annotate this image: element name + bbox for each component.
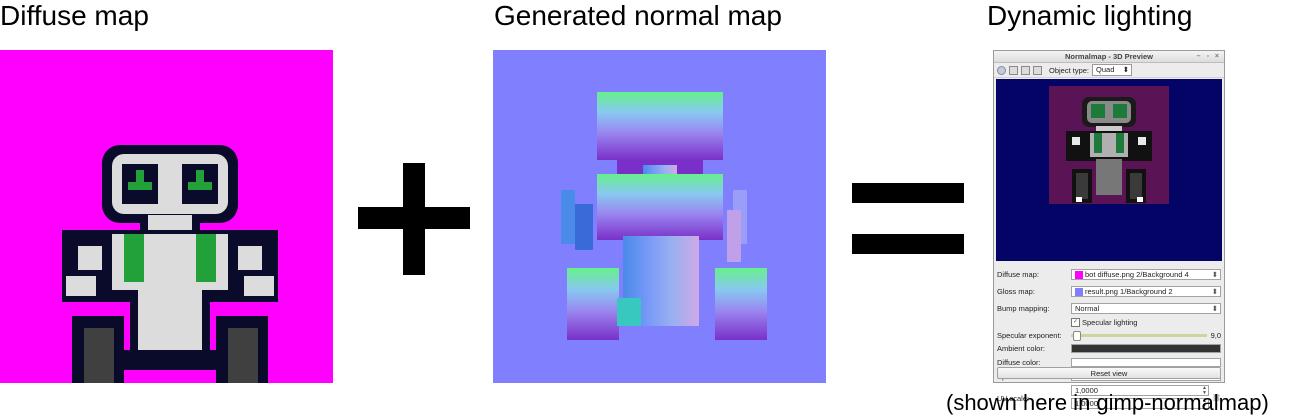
specular-lighting-label: Specular lighting: [1082, 317, 1138, 327]
bump-mapping-select[interactable]: Normal ⬍: [1071, 302, 1221, 314]
preview-toolbar: Object type: Quad ⬍: [994, 63, 1224, 78]
spinner-arrows-icon[interactable]: ▲▼: [1202, 385, 1207, 396]
grid-icon[interactable]: [1033, 65, 1042, 75]
specular-exponent-label: Specular exponent:: [997, 330, 1062, 340]
specular-exponent-slider[interactable]: [1071, 330, 1207, 341]
uv-scale-row: UV scale: 1,0000 ▲▼ 1,0000 ▲▼ ⛓: [997, 384, 1221, 412]
gloss-map-row: Gloss map: result.png 1/Background 2 ⬍: [997, 284, 1221, 298]
diffuse-color-button[interactable]: [1071, 357, 1221, 367]
normal-map-image: [493, 50, 826, 383]
ambient-color-row: Ambient color:: [997, 341, 1221, 355]
dynamic-lighting-caption: Dynamic lighting: [987, 0, 1193, 31]
specular-exponent-value: 9,0: [1210, 330, 1221, 340]
diffuse-map-row: Diffuse map: bot diffuse.png 2/Backgroun…: [997, 267, 1221, 281]
diffuse-thumbnail-icon: [1075, 270, 1083, 279]
diffuse-map-value: bot diffuse.png 2/Background 4: [1085, 269, 1189, 279]
uv-scale-spinners: 1,0000 ▲▼ 1,0000 ▲▼: [1071, 385, 1209, 411]
window-titlebar: Normalmap - 3D Preview – ▫ ×: [994, 51, 1224, 63]
gloss-map-select[interactable]: result.png 1/Background 2 ⬍: [1071, 285, 1221, 297]
lit-robot-render: [1049, 86, 1169, 204]
ambient-color-label: Ambient color:: [997, 343, 1045, 353]
specular-lighting-checkbox[interactable]: ✓: [1071, 317, 1080, 327]
dropdown-arrow-icon: ⬍: [1211, 269, 1218, 279]
bump-mapping-value: Normal: [1075, 303, 1100, 313]
reset-view-button[interactable]: Reset view: [997, 367, 1221, 379]
bump-mapping-row: Bump mapping: Normal ⬍: [997, 301, 1221, 315]
gloss-map-label: Gloss map:: [997, 286, 1035, 296]
uv-scale-u-input[interactable]: 1,0000 ▲▼: [1071, 385, 1209, 396]
specular-lighting-row: ✓ Specular lighting: [997, 315, 1221, 329]
equals-sign-top: [852, 183, 964, 203]
specular-exponent-row: Specular exponent: 9,0: [997, 328, 1221, 342]
equals-sign-bottom: [852, 234, 964, 254]
object-type-select[interactable]: Quad ⬍: [1092, 64, 1133, 76]
window-controls[interactable]: – ▫ ×: [1196, 53, 1221, 60]
dropdown-arrow-icon: ⬍: [1211, 286, 1218, 296]
gloss-map-value: result.png 1/Background 2: [1085, 286, 1173, 296]
object-type-label: Object type:: [1049, 65, 1090, 75]
normalmap-preview-window: Normalmap - 3D Preview – ▫ × Object type…: [993, 50, 1225, 409]
uv-scale-v-value: 1,0000: [1075, 399, 1098, 408]
slider-knob[interactable]: [1073, 330, 1081, 341]
diffuse-map-image: [0, 50, 333, 383]
object-type-value: Quad: [1096, 65, 1115, 74]
chain-link-icon[interactable]: ⛓: [1212, 395, 1221, 402]
footer-caption: (shown here in gimp-normalmap): [946, 390, 1269, 415]
sphere-icon[interactable]: [997, 65, 1006, 75]
gloss-thumbnail-icon: [1075, 287, 1083, 296]
diffuse-color-label: Diffuse color:: [997, 357, 1041, 367]
ambient-color-button[interactable]: [1071, 343, 1221, 353]
dropdown-arrow-icon: ⬍: [1122, 65, 1130, 74]
spinner-arrows-icon[interactable]: ▲▼: [1202, 398, 1207, 409]
plus-sign-vertical: [403, 163, 425, 275]
uv-scale-label: UV scale:: [997, 393, 1030, 403]
diffuse-map-caption: Diffuse map: [0, 0, 149, 31]
plane-icon[interactable]: [1009, 65, 1018, 75]
bump-mapping-label: Bump mapping:: [997, 303, 1050, 313]
window-title: Normalmap - 3D Preview: [1065, 52, 1153, 61]
normal-map-caption: Generated normal map: [494, 0, 782, 31]
robot-sprite: [62, 145, 278, 383]
uv-scale-u-value: 1,0000: [1075, 386, 1098, 395]
dropdown-arrow-icon: ⬍: [1211, 303, 1218, 313]
image-icon[interactable]: [1021, 65, 1030, 75]
normal-robot-sprite: [561, 92, 767, 340]
diffuse-map-select[interactable]: bot diffuse.png 2/Background 4 ⬍: [1071, 268, 1221, 280]
diffuse-map-label: Diffuse map:: [997, 269, 1039, 279]
3d-preview-viewport[interactable]: [996, 79, 1222, 261]
diffuse-color-row: Diffuse color:: [997, 355, 1221, 369]
uv-scale-v-input[interactable]: 1,0000 ▲▼: [1071, 398, 1209, 409]
